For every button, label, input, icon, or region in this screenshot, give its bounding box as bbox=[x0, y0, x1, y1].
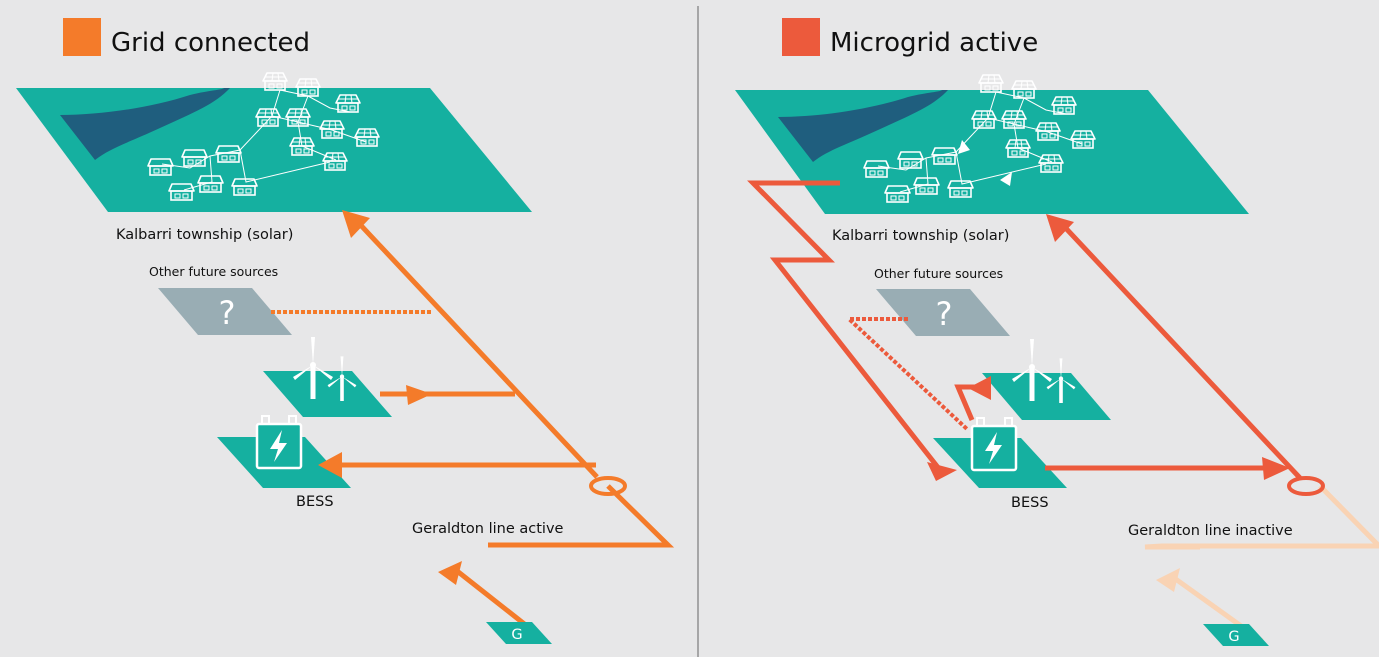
left-panel: Grid connected bbox=[16, 18, 675, 644]
right-arrow-to-wind bbox=[968, 376, 991, 400]
left-arrow-to-township bbox=[342, 210, 370, 238]
solar-house-icon bbox=[262, 72, 288, 91]
right-generator-label: G bbox=[1228, 629, 1239, 645]
right-arrow-to-township bbox=[1046, 214, 1074, 242]
right-wind-farm-pad bbox=[982, 373, 1111, 420]
left-switch-icon bbox=[589, 476, 627, 496]
right-arrow-to-switch bbox=[1262, 457, 1290, 480]
left-arrow-to-bess bbox=[318, 452, 342, 478]
left-question-icon: ? bbox=[219, 294, 236, 332]
left-line-label: Geraldton line active bbox=[412, 521, 564, 537]
left-township-area bbox=[16, 72, 532, 212]
right-panel: Microgrid active bbox=[735, 18, 1379, 646]
right-future-source-panel bbox=[876, 289, 1010, 336]
right-line-label: Geraldton line inactive bbox=[1128, 523, 1293, 539]
battery-icon bbox=[255, 415, 303, 470]
right-arrow-to-bess bbox=[927, 462, 957, 481]
right-question-icon: ? bbox=[936, 295, 953, 333]
left-grid-lines bbox=[271, 210, 675, 643]
solar-house-icon bbox=[978, 74, 1004, 93]
battery-icon bbox=[970, 417, 1018, 472]
left-generator-pad bbox=[486, 622, 552, 644]
right-bess-label: BESS bbox=[1011, 495, 1049, 511]
orange-square-icon bbox=[63, 18, 101, 56]
right-microgrid-lines bbox=[747, 180, 1325, 496]
left-generator-label: G bbox=[511, 627, 522, 643]
right-future-label: Other future sources bbox=[874, 266, 1003, 281]
right-generator-pad bbox=[1203, 624, 1269, 646]
right-township-label: Kalbarri township (solar) bbox=[832, 228, 1009, 244]
left-future-source-panel bbox=[158, 288, 292, 335]
left-township-label: Kalbarri township (solar) bbox=[116, 227, 293, 243]
right-title: Microgrid active bbox=[830, 28, 1038, 58]
left-wind-farm-pad bbox=[263, 371, 392, 417]
right-township-area bbox=[735, 74, 1249, 214]
left-arrow-from-wind bbox=[406, 385, 432, 405]
right-switch-icon bbox=[1287, 476, 1325, 496]
right-inactive-line bbox=[1144, 484, 1379, 644]
left-bess-label: BESS bbox=[296, 494, 334, 510]
left-title: Grid connected bbox=[111, 28, 310, 58]
red-square-icon bbox=[782, 18, 820, 56]
left-future-label: Other future sources bbox=[149, 264, 278, 279]
